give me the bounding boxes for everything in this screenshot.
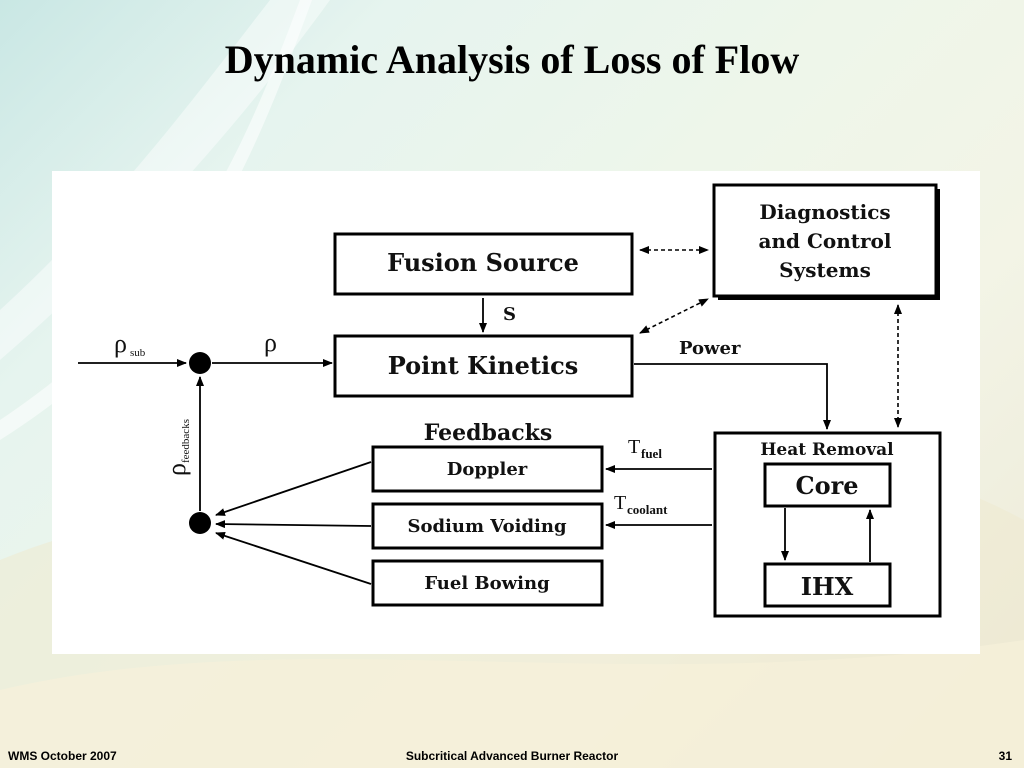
fusion-source-label: Fusion Source <box>387 248 579 277</box>
summing-junction-top <box>189 352 211 374</box>
doppler-block: Doppler <box>371 445 604 493</box>
diagnostics-label-line2: and Control <box>759 229 892 253</box>
point-kinetics-label: Point Kinetics <box>388 351 578 380</box>
t-fuel-subscript: fuel <box>641 446 662 461</box>
doppler-label: Doppler <box>447 459 528 480</box>
diagnostics-label-line3: Systems <box>779 258 871 282</box>
feedbacks-heading: Feedbacks <box>424 420 552 446</box>
slide-title: Dynamic Analysis of Loss of Flow <box>224 37 800 82</box>
sodium-voiding-label: Sodium Voiding <box>407 516 566 537</box>
footer-title: Subcritical Advanced Burner Reactor <box>405 749 619 763</box>
fuel-bowing-block: Fuel Bowing <box>371 559 604 607</box>
rho-symbol: ρ <box>264 328 277 357</box>
t-fuel-symbol: T <box>628 436 640 458</box>
rho-feedbacks-symbol: ρ <box>162 463 191 476</box>
summing-junction-bottom <box>189 512 211 534</box>
footer-date: WMS October 2007 <box>8 749 117 763</box>
t-coolant-symbol: T <box>614 492 626 514</box>
rho-sub-symbol: ρ <box>114 329 127 358</box>
block-diagram: Fusion Source Point Kinetics Diagnostics… <box>78 183 942 618</box>
rho-sub-subscript: sub <box>130 347 146 359</box>
t-coolant-subscript: coolant <box>627 502 668 517</box>
sodium-voiding-block: Sodium Voiding <box>371 502 604 550</box>
heat-removal-block: Heat Removal Core IHX <box>713 431 942 618</box>
slide-number: 31 <box>998 749 1012 763</box>
heat-removal-label: Heat Removal <box>760 440 894 460</box>
ihx-label: IHX <box>801 572 854 601</box>
power-label: Power <box>679 338 741 359</box>
core-label: Core <box>795 471 858 500</box>
point-kinetics-block: Point Kinetics <box>333 334 634 398</box>
diagnostics-control-block: Diagnostics and Control Systems <box>712 183 940 300</box>
s-label: S <box>503 304 516 325</box>
diagram-panel: Fusion Source Point Kinetics Diagnostics… <box>52 171 980 654</box>
rho-feedbacks-subscript: feedbacks <box>180 419 192 463</box>
diagnostics-label-line1: Diagnostics <box>759 200 890 224</box>
fuel-bowing-label: Fuel Bowing <box>424 573 550 594</box>
fusion-source-block: Fusion Source <box>333 232 634 296</box>
